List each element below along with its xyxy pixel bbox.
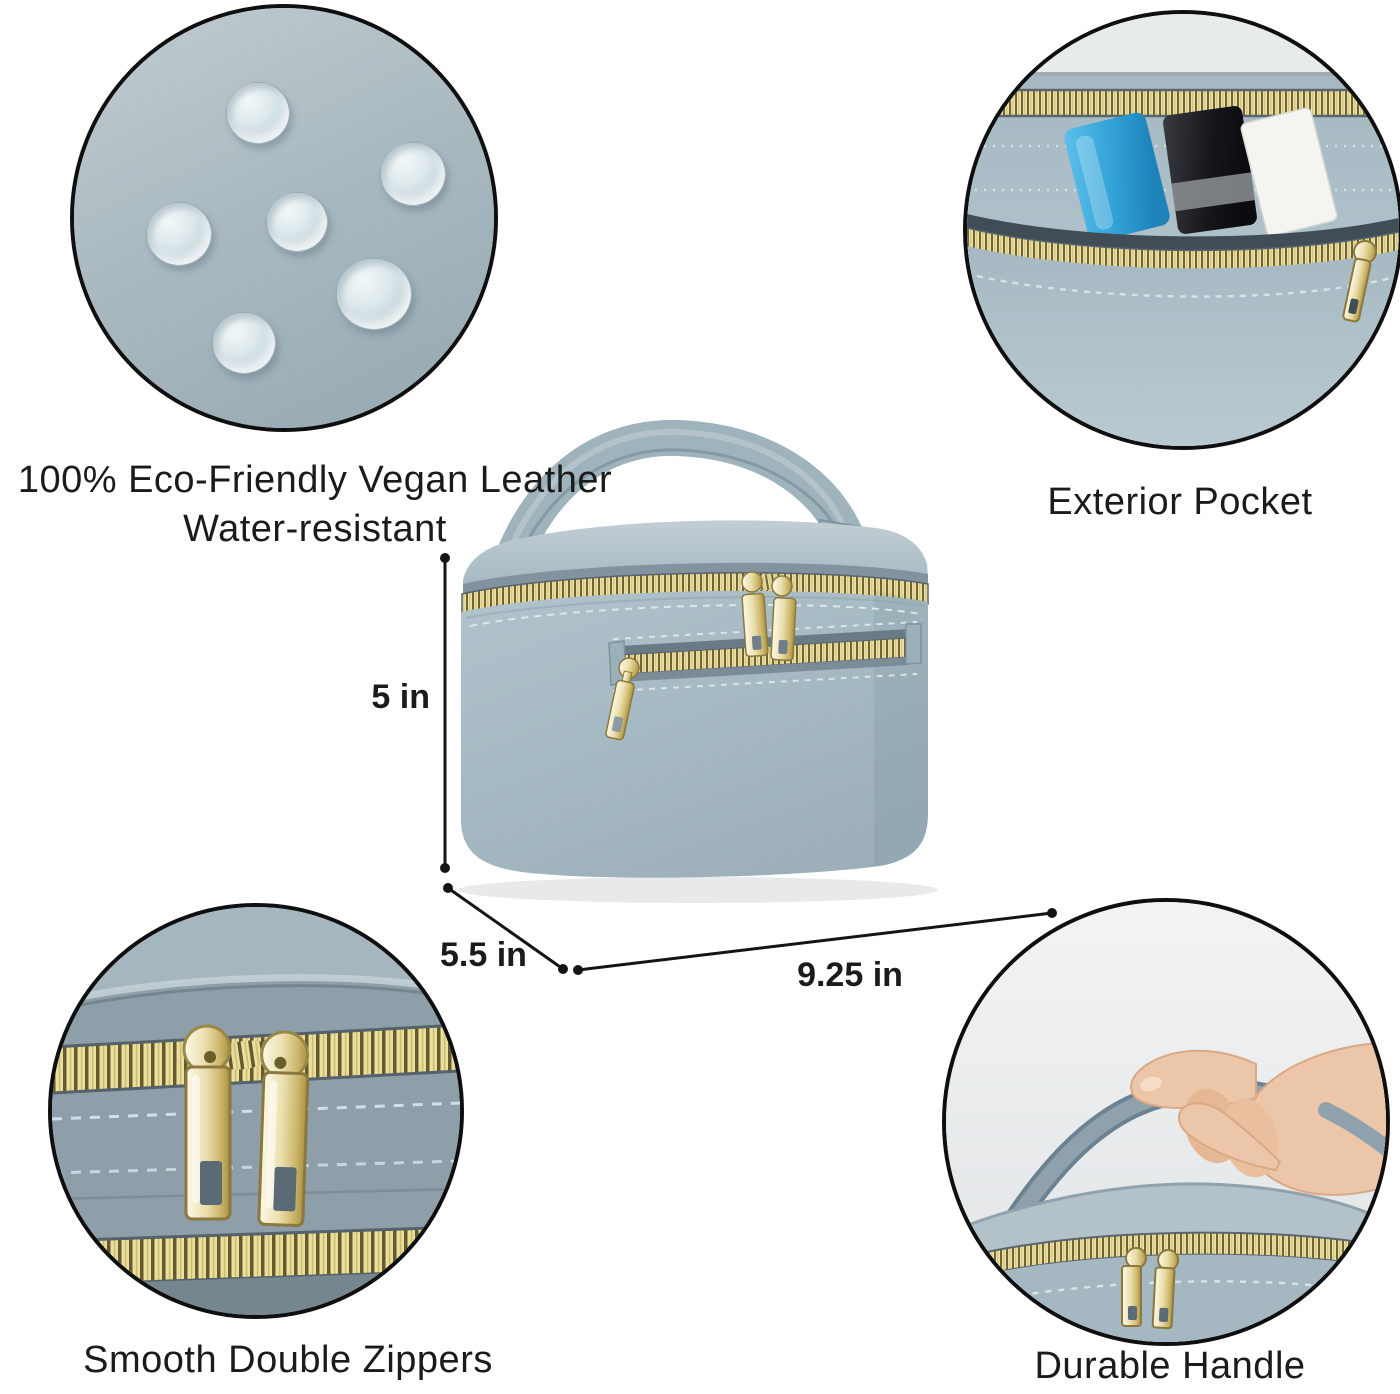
zipper-pull — [257, 1030, 310, 1228]
zipper-pull — [770, 596, 797, 662]
zipper-pull — [1342, 240, 1377, 323]
water-droplet — [226, 82, 290, 144]
depth-dimension-label: 5.5 in — [440, 936, 527, 974]
leather-ridge-highlight — [52, 974, 460, 1007]
water-droplet — [266, 192, 328, 252]
exterior-pocket-illustration — [967, 14, 1399, 446]
lower-zipper-tape — [52, 1225, 460, 1287]
water-droplet — [146, 202, 212, 266]
double-zippers-illustration — [52, 907, 460, 1315]
seam-line — [967, 72, 1399, 76]
ground-shadow — [458, 877, 938, 903]
body-crease — [465, 595, 925, 619]
double-zippers-callout: Smooth Double Zippers — [83, 1339, 493, 1381]
inset-exterior-pocket-photo — [963, 10, 1400, 450]
durable-handle-callout: Durable Handle — [1034, 1345, 1306, 1387]
stitch-row — [612, 673, 918, 692]
handle-strap-front — [1318, 1102, 1386, 1158]
inset-water-resistant-photo — [70, 4, 498, 432]
panel-seam — [52, 1187, 460, 1201]
water-droplet — [380, 142, 446, 206]
material-callout: 100% Eco-Friendly Vegan Leather Water-re… — [0, 456, 630, 555]
thumb — [1178, 1102, 1282, 1172]
width-dimension-label: 9.25 in — [797, 956, 903, 994]
stitch-row — [976, 274, 1392, 298]
pocket-front-panel — [967, 246, 1399, 446]
zipper-pull — [1151, 1249, 1180, 1330]
zipper-pull — [182, 1024, 232, 1221]
stitch-row — [612, 621, 918, 640]
stitch-row — [469, 603, 921, 627]
zipper-slider — [771, 575, 793, 597]
inset-double-zippers-photo — [48, 903, 464, 1319]
zipper-slider — [741, 571, 763, 593]
hand — [1130, 1041, 1386, 1196]
pocket-zipper-pull — [605, 657, 640, 741]
zipper-pull — [1121, 1247, 1147, 1327]
lid-trim — [463, 562, 928, 598]
durable-handle-illustration — [946, 902, 1386, 1342]
pocket-end-tab — [905, 623, 922, 665]
fingernail — [1140, 1076, 1162, 1092]
zipper-pull — [741, 592, 769, 658]
bag-handle — [490, 419, 864, 588]
bag-top-edge — [946, 1182, 1386, 1236]
water-droplet — [212, 312, 276, 374]
material-callout-line1: 100% Eco-Friendly Vegan Leather — [17, 459, 613, 501]
exterior-pocket-callout: Exterior Pocket — [1047, 481, 1313, 523]
top-zipper-tape — [967, 88, 1399, 118]
material-callout-line2: Water-resistant — [183, 508, 447, 551]
water-droplet — [336, 258, 412, 330]
cosmetic-bag-illustration — [458, 419, 938, 903]
white-cosmetic-item — [1240, 107, 1338, 237]
inset-durable-handle-photo — [942, 898, 1390, 1346]
leather-ridge-shadow — [52, 984, 460, 1013]
main-zipper-pulls — [741, 571, 797, 662]
pocket-trim-bottom — [620, 657, 909, 682]
lower-leather-panel — [52, 1271, 460, 1315]
height-dimension-label: 5 in — [371, 678, 430, 716]
black-cosmetic-tube — [1163, 106, 1257, 234]
blue-cosmetic-tube — [1064, 112, 1170, 242]
